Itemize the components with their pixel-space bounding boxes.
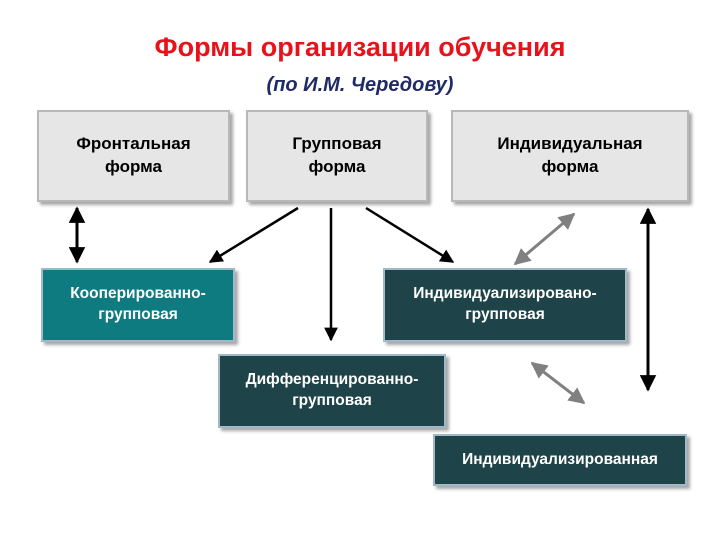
arrow-individualized-group-individualized (530, 361, 586, 405)
group-form-label: Групповая форма (292, 134, 382, 176)
cooperative-group-label: Кооперированно- групповая (70, 285, 206, 323)
group-form-box: Групповая форма (246, 110, 428, 202)
cooperative-group-box: Кооперированно- групповая (41, 268, 235, 342)
arrow-group-cooperative (208, 206, 299, 264)
diagram-subtitle: (по И.М. Чередову) (266, 74, 454, 96)
individual-form-label: Индивидуальная форма (497, 134, 643, 176)
individualized-group-label: Индивидуализировано- групповая (413, 285, 597, 323)
individualized-box: Индивидуализированная (433, 434, 687, 486)
arrow-individual-individualized-group (513, 212, 576, 266)
differentiated-group-label: Дифференцированно- групповая (245, 371, 419, 409)
frontal-form-box: Фронтальная форма (37, 110, 230, 202)
individualized-group-box: Индивидуализировано- групповая (383, 268, 627, 342)
diagram-title: Формы организации обучения (154, 32, 566, 62)
individual-form-box: Индивидуальная форма (451, 110, 689, 202)
arrow-group-individualized-group (365, 206, 455, 264)
frontal-form-label: Фронтальная форма (76, 134, 191, 176)
differentiated-group-box: Дифференцированно- групповая (218, 354, 446, 428)
individualized-label: Индивидуализированная (462, 450, 658, 468)
